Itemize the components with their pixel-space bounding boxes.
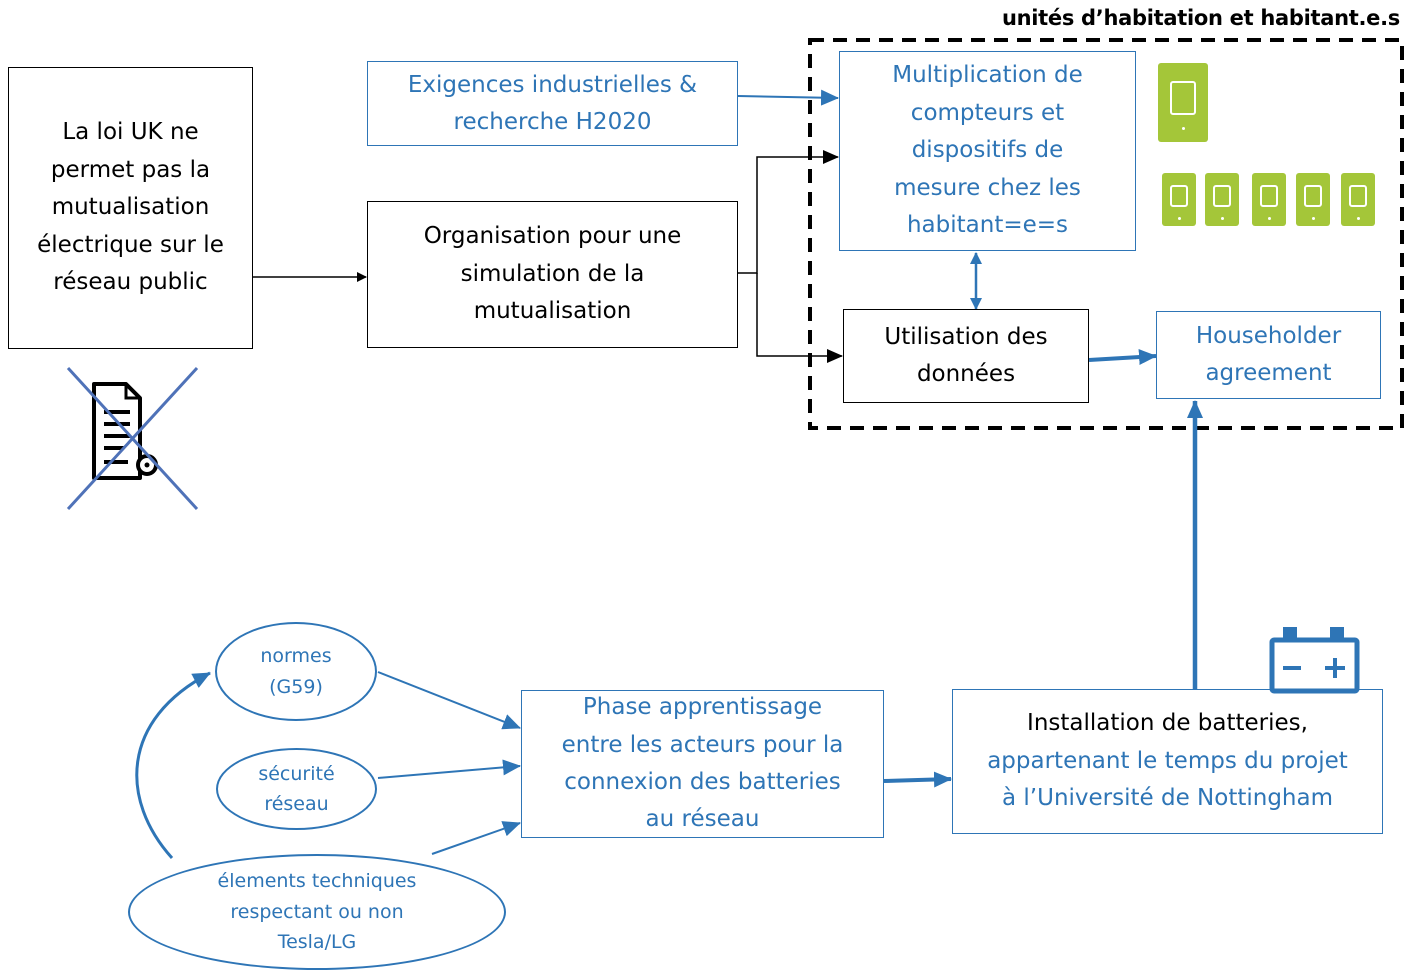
installation-line: à l’Université de Nottingham: [1002, 785, 1333, 812]
technical-line: élements techniques: [217, 870, 417, 893]
uk-law-line: La loi UK ne: [62, 119, 199, 146]
multiplication-line: dispositifs de: [911, 137, 1064, 164]
norms-line: (G59): [269, 675, 323, 698]
arrow-requirements-to-multiplication: [737, 89, 839, 106]
tablet-icon: [1296, 173, 1330, 226]
norms-line: normes: [260, 645, 332, 668]
arrow-norms-to-learning: [377, 671, 521, 730]
learning-phase-line: connexion des batteries: [564, 769, 841, 795]
learning-phase-box: Phase apprentissage entre les acteurs po…: [521, 690, 884, 838]
organisation-line: Organisation pour une: [423, 223, 682, 250]
dashed-group-frame: [808, 38, 1404, 430]
arrow-data-to-householder: [1088, 349, 1157, 365]
data-usage-line: Utilisation des: [884, 323, 1048, 350]
requirements-line: recherche H2020: [453, 108, 652, 135]
multiplication-line: habitant=e=s: [906, 212, 1069, 239]
technical-line: respectant ou non: [230, 900, 404, 923]
security-line: sécurité: [258, 762, 335, 785]
multiplication-line: Multiplication de: [892, 62, 1083, 89]
data-usage-box: Utilisation des données: [843, 309, 1089, 403]
requirements-line: Exigences industrielles &: [407, 71, 698, 98]
tablet-icon: [1341, 173, 1375, 226]
group-title: unités d’habitation et habitant.e.s: [1001, 6, 1400, 30]
organisation-line: mutualisation: [473, 298, 632, 325]
arrow-technical-to-learning: [431, 821, 521, 855]
installation-line: appartenant le temps du projet: [987, 747, 1348, 774]
arrow-organisation-branch: [738, 150, 839, 274]
requirements-box: Exigences industrielles & recherche H202…: [367, 61, 738, 146]
tablet-icon: [1205, 173, 1239, 226]
learning-phase-line: au réseau: [645, 806, 760, 833]
technical-ellipse: élements techniques respectant ou non Te…: [128, 854, 506, 970]
arrow-security-to-learning: [377, 759, 521, 779]
learning-phase-line: Phase apprentissage: [582, 694, 823, 721]
norms-ellipse: normes (G59): [215, 622, 377, 721]
tablet-icon: [1162, 173, 1196, 226]
arrow-organisation-to-data: [756, 273, 843, 363]
uk-law-line: permet pas la: [50, 156, 211, 183]
arrow-technical-to-norms: [135, 671, 211, 860]
uk-law-box: La loi UK ne permet pas la mutualisation…: [8, 67, 253, 349]
tablet-icon: [1158, 63, 1208, 142]
learning-phase-line: entre les acteurs pour la: [561, 731, 844, 758]
document-crossed-icon: [66, 366, 199, 511]
installation-box: Installation de batteries, appartenant l…: [952, 689, 1383, 834]
security-ellipse: sécurité réseau: [216, 748, 377, 830]
data-usage-line: données: [916, 361, 1016, 387]
householder-box: Householder agreement: [1156, 311, 1381, 399]
installation-line: Installation de batteries,: [1027, 710, 1308, 737]
organisation-line: simulation de la: [460, 260, 645, 287]
uk-law-line: réseau public: [53, 269, 208, 296]
multiplication-line: compteurs et: [910, 99, 1065, 126]
uk-law-line: mutualisation: [51, 194, 210, 221]
uk-law-line: électrique sur le: [37, 231, 224, 258]
battery-icon: [1269, 627, 1360, 694]
arrow-learning-to-installation: [883, 771, 952, 788]
multiplication-box: Multiplication de compteurs et dispositi…: [839, 51, 1136, 251]
householder-line: Householder: [1195, 322, 1342, 349]
organisation-box: Organisation pour une simulation de la m…: [367, 201, 738, 348]
householder-line: agreement: [1205, 360, 1332, 386]
multiplication-line: mesure chez les: [894, 174, 1081, 201]
security-line: réseau: [264, 793, 329, 815]
tablet-icon: [1252, 173, 1286, 226]
technical-line: Tesla/LG: [277, 931, 357, 954]
